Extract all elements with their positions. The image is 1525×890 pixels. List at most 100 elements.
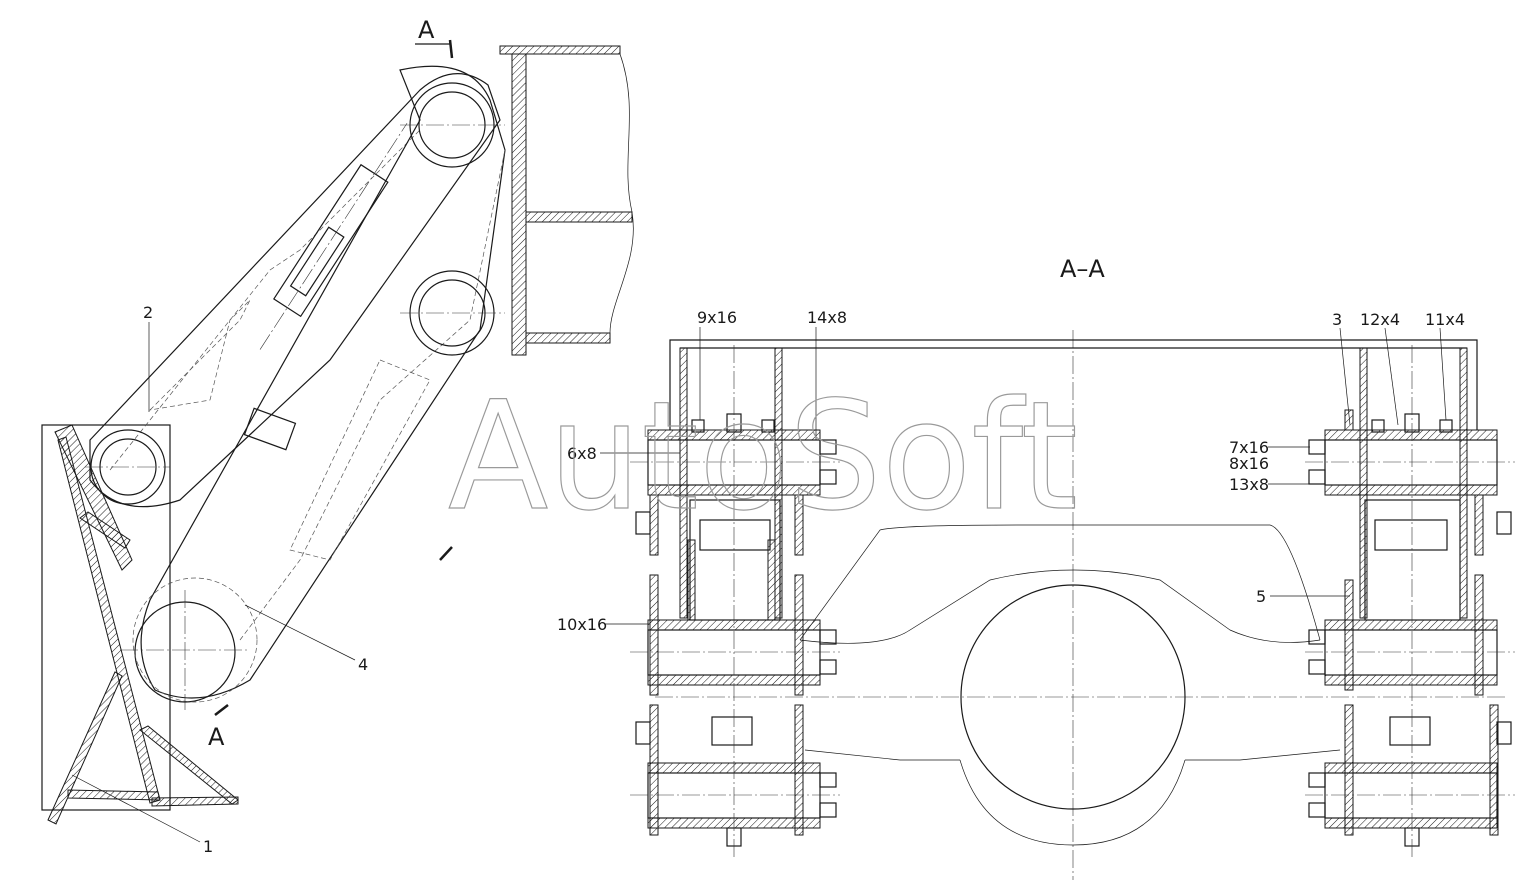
leader-3 [1339,327,1351,426]
left-bolt-5 [819,772,837,788]
axle-housing-bottom [799,569,1321,644]
axle-housing-top [799,524,1321,641]
leader-1 [71,774,201,843]
bracket-foot [151,796,239,807]
left-grease-nipple-3 [761,419,775,433]
left-plate-mid-2 [767,539,776,621]
left-bottom-block [711,716,753,746]
frame-mid-flange [525,211,633,223]
left-bottom-plate-a [649,704,659,836]
frame-break-line [609,53,634,334]
axle-bore [960,584,1186,810]
left-bolt-6 [819,802,837,818]
callout-14x8: 14x8 [807,308,847,327]
right-bolt-4 [1308,659,1326,675]
callout-10x16: 10x16 [557,615,607,634]
right-lower-bush-top [1324,619,1498,631]
frame-top-flange [499,45,621,55]
right-plate-outer [1359,347,1368,619]
left-stud-1 [635,511,651,535]
section-arrow-top-tick [448,39,454,59]
leader-4 [244,604,356,661]
right-stud-1 [1496,511,1512,535]
callout-5: 5 [1256,587,1266,606]
lower-lever-pocket [289,359,431,561]
leader-12x4 [1384,327,1399,426]
upper-lever-pocket [148,299,251,411]
lower-arm-left [804,749,960,761]
callout-12x4: 12x4 [1360,310,1400,329]
lower-lever-arm [140,65,506,699]
left-bolt-3 [819,629,837,645]
lower-lever-hidden-edge [239,149,506,641]
right-roller [1374,519,1448,551]
callout-7x16: 7x16 [1229,438,1269,457]
callout-8x16: 8x16 [1229,454,1269,473]
upper-lever-hidden-edge [109,129,421,471]
right-bottom-block [1389,716,1431,746]
mount-plate [41,424,171,811]
section-view: A–A [557,255,1515,880]
left-bearing-assembly [630,345,840,860]
right-side-plate-2 [1474,574,1484,696]
right-bolt-2 [1308,469,1326,485]
right-plate-inner [1459,347,1468,619]
callout-2: 2 [143,303,153,322]
right-upper-housing [1364,499,1461,621]
cylinder-clevis [243,407,297,451]
callout-1: 1 [203,837,213,856]
right-bottom-plate-a [1344,704,1354,836]
upper-lever-arm [89,73,501,508]
lower-arm-right [1185,749,1341,761]
left-plate-outer [679,347,688,619]
right-side-plate-5 [1344,579,1354,691]
side-view: A A 2 4 1 [41,16,634,856]
left-bottom-plate-b [794,704,804,836]
lower-arm-bottom [959,759,1186,846]
left-side-plate-4 [794,574,804,696]
right-bearing-assembly [1305,345,1515,860]
left-stud-2 [635,721,651,745]
section-marker-top: A [418,16,435,44]
right-side-plate [1474,494,1484,556]
left-grease-nipple-1 [691,419,705,433]
right-upper-bush-bottom [1324,484,1498,496]
right-bolt-6 [1308,802,1326,818]
left-bolt-2 [819,469,837,485]
leader-11x4 [1439,327,1447,421]
callout-3: 3 [1332,310,1342,329]
callout-11x4: 11x4 [1425,310,1465,329]
section-tick-mid [439,546,453,561]
left-bolt-1 [819,439,837,455]
left-plate-mid [687,539,696,621]
callout-9x16: 9x16 [697,308,737,327]
frame-bottom-flange [525,332,611,344]
pivot-pin-hidden-d [132,577,258,703]
right-bolt-1 [1308,439,1326,455]
left-plate-inner [774,347,783,619]
right-bottom-plate-b [1489,704,1499,836]
top-frame-outer [669,339,1478,430]
callout-4: 4 [358,655,368,674]
right-upper-bush-top [1324,429,1498,441]
bracket-profile-web [57,436,161,804]
right-upper-pin [1324,439,1498,486]
bracket-rib-left [47,671,123,825]
section-view-title: A–A [1060,255,1105,283]
right-bolt-3 [1308,629,1326,645]
right-bolt-5 [1308,772,1326,788]
frame-web [511,53,527,356]
callout-6x8: 6x8 [567,444,597,463]
right-grease-nipple-1 [1371,419,1385,433]
left-bolt-4 [819,659,837,675]
callout-13x8: 13x8 [1229,475,1269,494]
section-arrow-bottom-tick [214,704,229,716]
left-side-plate-3 [649,574,659,696]
bracket-profile-flange [79,511,131,549]
hydraulic-cylinder [259,122,408,350]
right-lower-bush-bottom [1324,674,1498,686]
right-stud-2 [1496,721,1512,745]
watermark-text: AutoSoft [448,370,1078,544]
section-marker-bottom: A [208,723,225,751]
